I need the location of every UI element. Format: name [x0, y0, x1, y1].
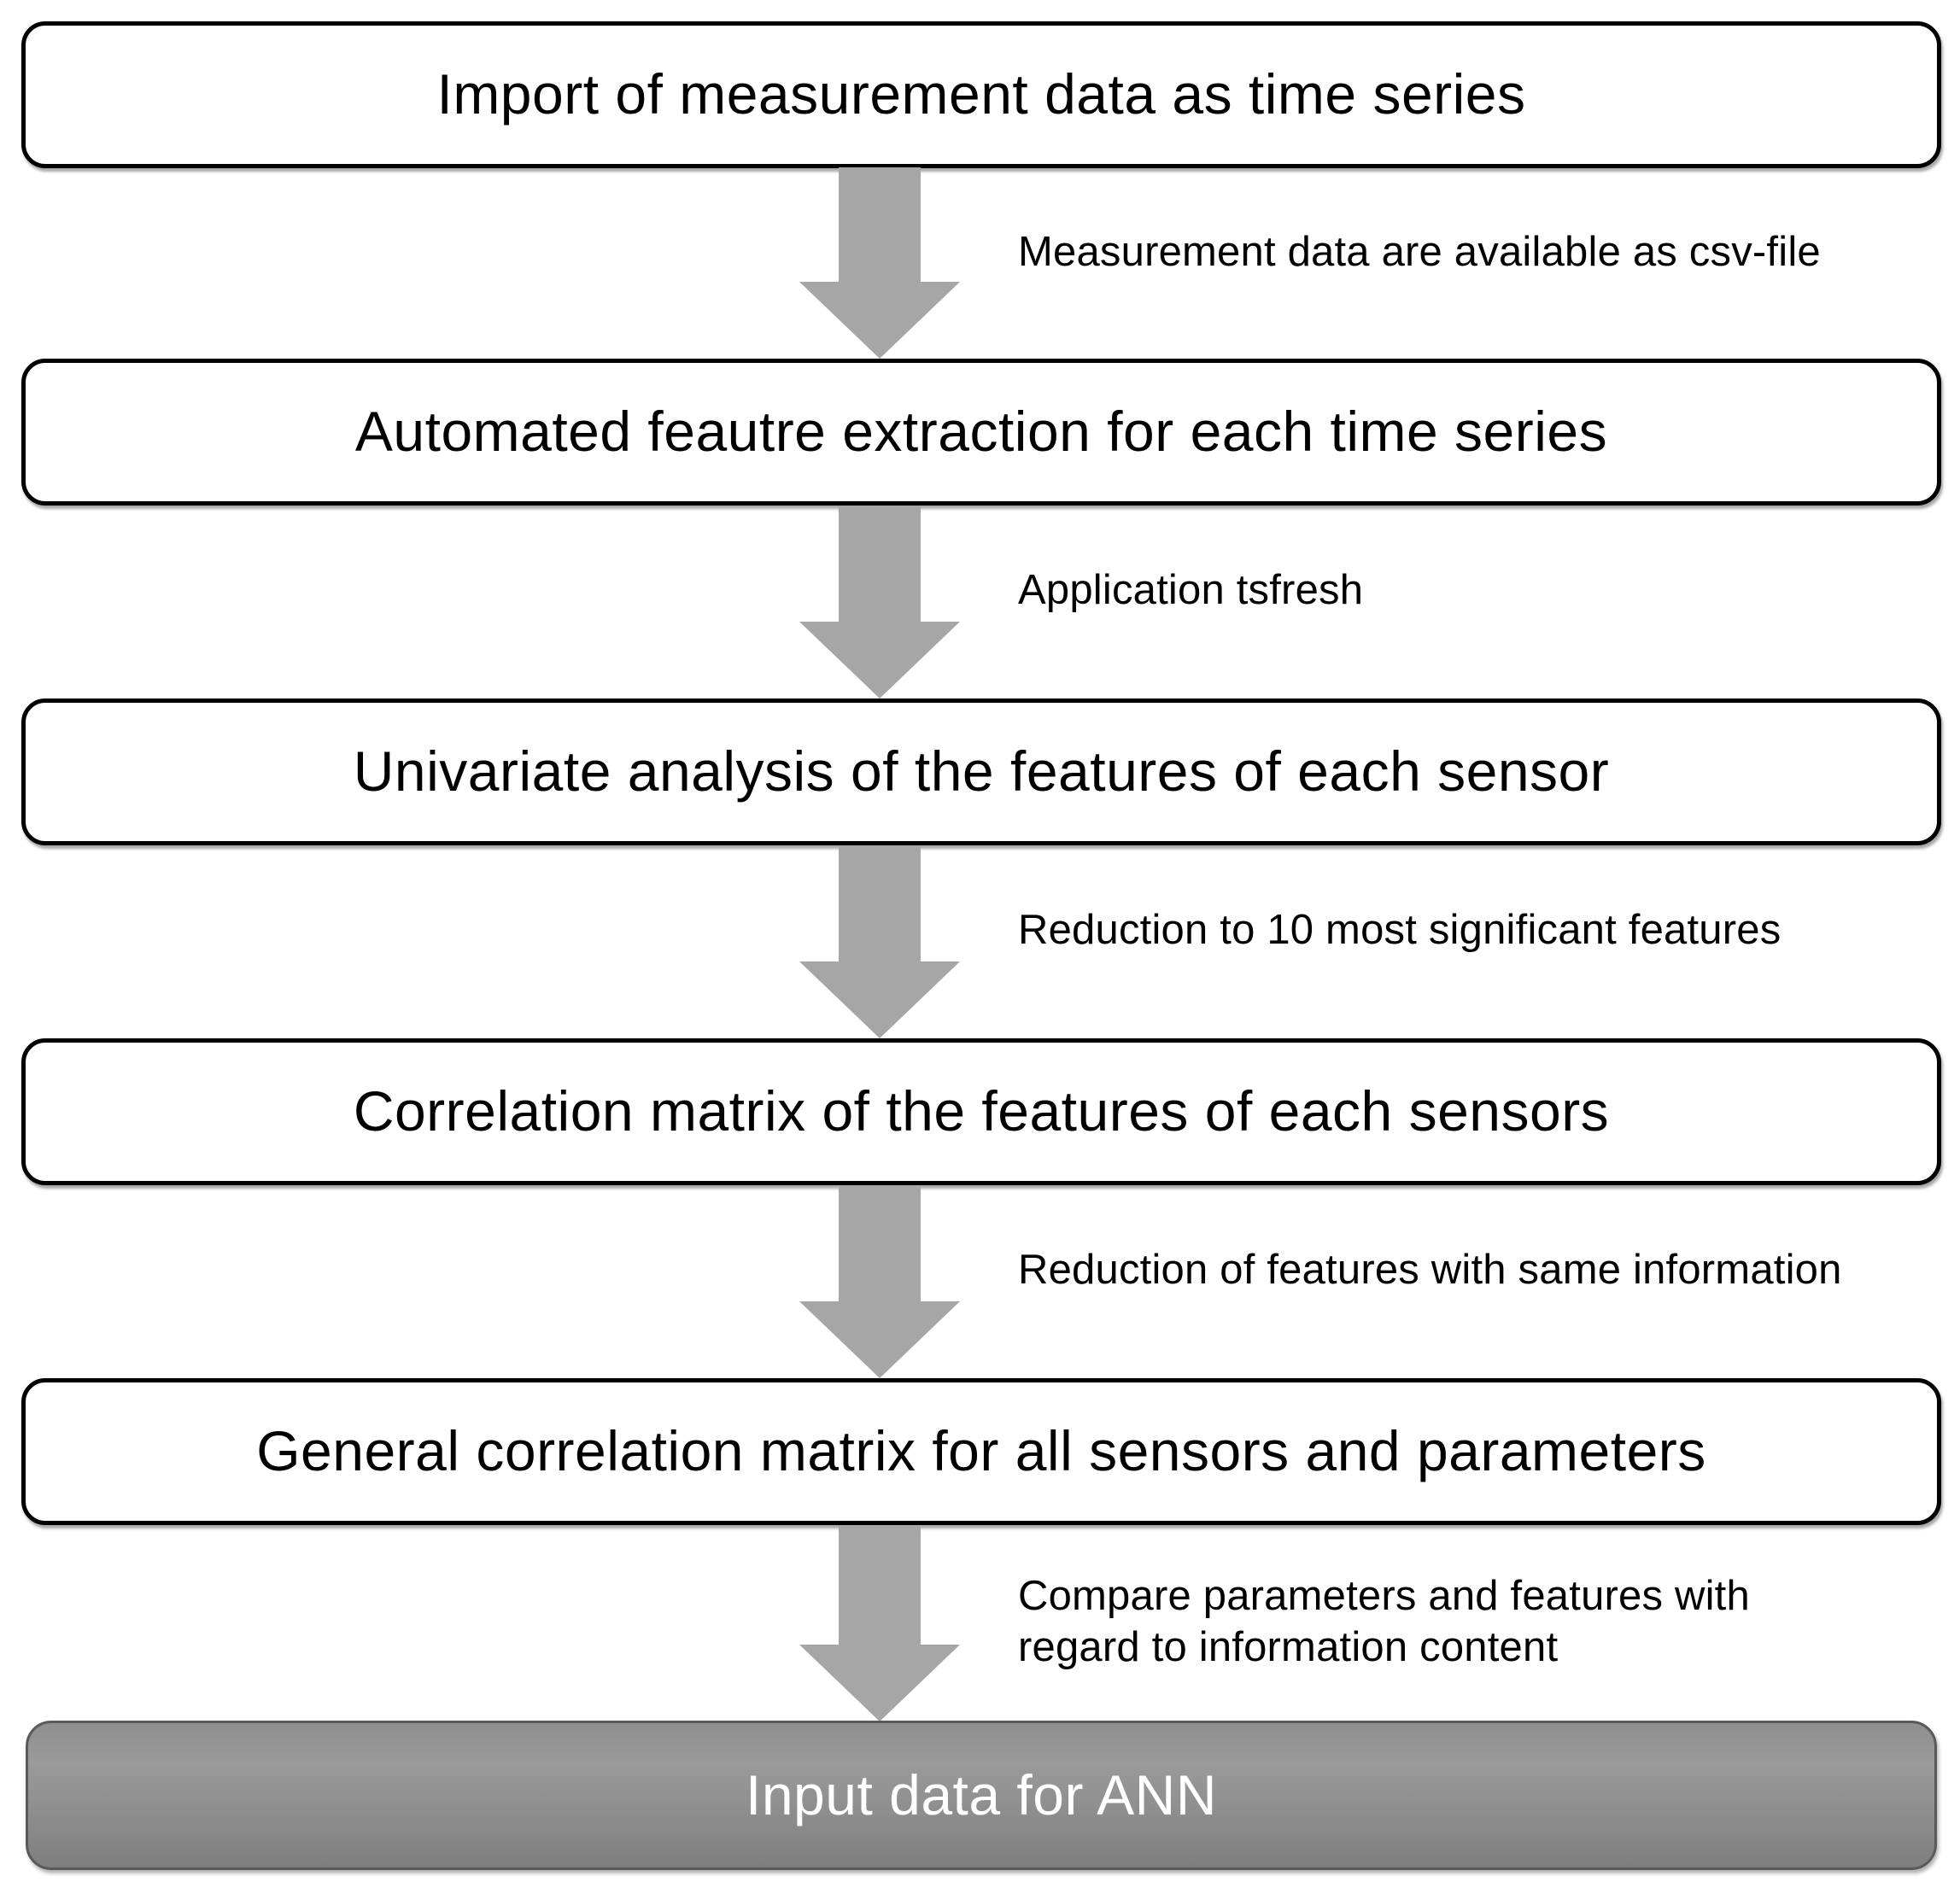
down-arrow-icon — [799, 845, 960, 1038]
flowchart-node-general-matrix[interactable]: General correlation matrix for all senso… — [21, 1378, 1941, 1525]
edge-label-general-matrix-to-ann-input: Compare parameters and features with reg… — [1018, 1573, 1750, 1670]
down-arrow-icon — [799, 1185, 960, 1378]
down-arrow-icon — [799, 167, 960, 359]
flowchart-node-correlation-matrix[interactable]: Correlation matrix of the features of ea… — [21, 1038, 1941, 1185]
node-label: Correlation matrix of the features of ea… — [353, 1079, 1610, 1143]
node-label: Automated feautre extraction for each ti… — [354, 400, 1608, 464]
edge-label-extraction-to-univariate: Application tsfresh — [1018, 567, 1364, 613]
node-label: Import of measurement data as time serie… — [436, 62, 1526, 126]
flowchart-node-ann-input[interactable]: Input data for ANN — [26, 1721, 1937, 1870]
down-arrow-icon — [799, 506, 960, 698]
flowchart-node-extraction[interactable]: Automated feautre extraction for each ti… — [21, 359, 1941, 506]
edge-label-import-to-extraction: Measurement data are available as csv-fi… — [1018, 229, 1821, 275]
flowchart-node-import[interactable]: Import of measurement data as time serie… — [21, 21, 1941, 168]
edge-label-univariate-to-corr-matrix: Reduction to 10 most significant feature… — [1018, 907, 1782, 953]
down-arrow-icon — [799, 1525, 960, 1721]
node-label: Univariate analysis of the features of e… — [353, 739, 1610, 804]
edge-label-corr-matrix-to-general-matrix: Reduction of features with same informat… — [1018, 1247, 1842, 1293]
node-label: General correlation matrix for all senso… — [256, 1419, 1706, 1483]
flowchart-node-univariate[interactable]: Univariate analysis of the features of e… — [21, 698, 1941, 845]
node-label: Input data for ANN — [746, 1762, 1217, 1826]
